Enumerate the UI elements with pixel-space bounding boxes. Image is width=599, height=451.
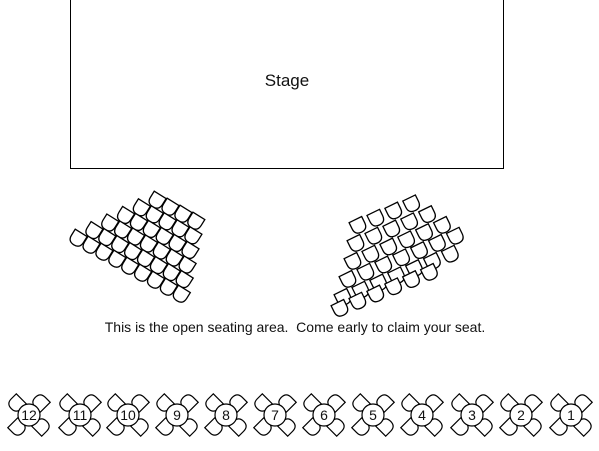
seat[interactable] [356,262,376,282]
seat[interactable] [417,204,438,225]
table-top [116,403,140,427]
table-number: 6 [320,407,328,423]
seat[interactable] [401,194,422,214]
seat[interactable] [330,298,350,319]
table-number: 2 [517,407,525,423]
stage-label: Stage [264,71,310,90]
table-9[interactable]: 9 [154,392,200,438]
left-seating-section [68,190,206,304]
seat[interactable] [171,284,192,304]
seat[interactable] [348,215,368,236]
seat[interactable] [348,291,368,311]
seat[interactable] [445,226,465,246]
table-6[interactable]: 6 [301,392,347,438]
seat[interactable] [414,222,435,243]
table-3[interactable]: 3 [449,392,495,438]
table-10[interactable]: 10 [105,392,151,438]
seat[interactable] [366,208,386,228]
seat[interactable] [361,244,381,264]
seating-note: This is the open seating area. Come earl… [104,319,486,335]
seat[interactable] [119,256,140,276]
table-number: 7 [271,407,279,423]
table-number: 1 [567,407,575,423]
table-top [17,403,41,427]
table-top [68,403,92,427]
seat[interactable] [338,269,358,290]
seat[interactable] [94,242,114,262]
table-top [165,403,189,427]
seat[interactable] [384,201,404,221]
table-5[interactable]: 5 [350,392,396,438]
seat[interactable] [374,255,394,275]
table-number: 4 [418,407,426,423]
seat[interactable] [145,270,166,290]
table-top [509,403,533,427]
seat[interactable] [158,277,179,297]
table-number: 5 [369,407,377,423]
table-top [263,403,287,427]
seat[interactable] [68,228,89,248]
seat[interactable] [382,219,402,239]
table-number: 10 [120,407,136,423]
table-number: 8 [222,407,230,423]
seat[interactable] [383,277,404,297]
table-number: 9 [173,407,181,423]
seat[interactable] [364,226,384,246]
seat[interactable] [401,269,422,290]
table-top [214,403,238,427]
seat[interactable] [409,240,430,261]
table-4[interactable]: 4 [399,392,445,438]
seat[interactable] [427,233,448,254]
table-top [361,403,385,427]
seat[interactable] [399,212,420,232]
table-8[interactable]: 8 [203,392,249,438]
table-number: 11 [73,407,88,423]
table-top [559,403,583,427]
table-7[interactable]: 7 [252,392,298,438]
seat[interactable] [343,251,363,272]
seat[interactable] [132,263,153,283]
seat[interactable] [419,262,440,283]
table-number: 3 [468,407,476,423]
table-number: 12 [21,407,37,423]
seat[interactable] [379,237,399,257]
table-11[interactable]: 11 [57,392,103,438]
table-top [312,403,336,427]
table-row: 12 11 10 9 8 7 6 5 4 3 2 1 [6,392,594,438]
seat[interactable] [346,233,366,254]
seat[interactable] [440,244,460,264]
table-1[interactable]: 1 [548,392,594,438]
table-top [460,403,484,427]
table-12[interactable]: 12 [6,392,52,438]
right-seating-section [330,194,465,319]
seat[interactable] [396,230,417,250]
table-2[interactable]: 2 [498,392,544,438]
seat[interactable] [391,248,412,268]
stage: Stage [70,0,504,169]
seat[interactable] [81,235,101,255]
seat[interactable] [366,284,386,304]
seat[interactable] [432,215,453,236]
seat[interactable] [107,249,127,269]
table-top [410,403,434,427]
